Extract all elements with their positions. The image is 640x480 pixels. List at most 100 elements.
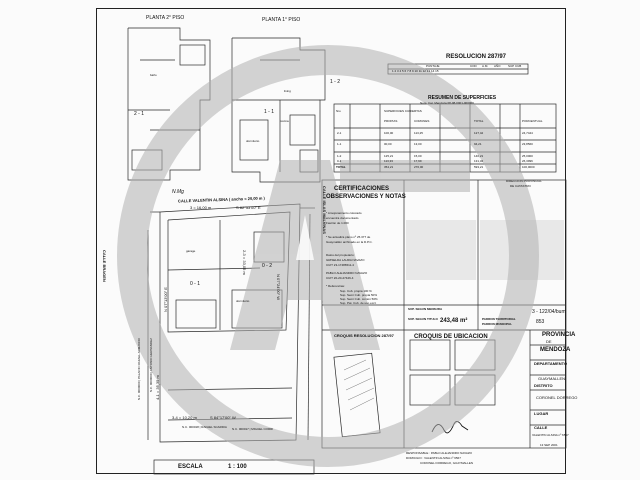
resumen-header: Nro xyxy=(336,109,341,113)
stamp-line: DIRECCION PROVINCIAL xyxy=(506,179,542,183)
resolucion-header: SUP CUB xyxy=(508,64,522,68)
note-line: GRISELDA LAURA NAVAZO xyxy=(326,258,365,262)
resumen-cell: 1-2 xyxy=(337,154,342,158)
escala-value: 1 : 100 xyxy=(228,464,247,470)
dimension-left: 4-1 = 35,35 m xyxy=(155,375,160,400)
unit-label: 2 - 1 xyxy=(134,111,145,117)
certificaciones-title: CERTIFICACIONES xyxy=(334,186,390,192)
resumen-cell: 17,99 xyxy=(414,159,422,163)
neighbor-left: N.C. 0000000 | PALACIO RAFAEL ARMANDO xyxy=(137,338,141,400)
angle-bottom: S 84°17'00" W xyxy=(210,415,236,420)
resumen-header: TOTAL xyxy=(474,119,484,123)
note-line: CUIT 23-17486511-4 xyxy=(326,263,354,267)
dimension-bottom: 3-4 = 10,20 m xyxy=(172,415,197,420)
note-line: Guaymallén archivado en la D.P.C. xyxy=(326,240,373,244)
padron-label: PADRON TERRITORIAL xyxy=(482,317,516,321)
neighbor-bottom-left: N.C. 000018 | RAFAEL SCARDIA xyxy=(182,425,227,429)
angle-right: N 07°24'00" W xyxy=(276,274,281,301)
stamp-ref: 13 SEP 2001 xyxy=(540,443,558,447)
resumen-total: 593,21 xyxy=(474,165,484,169)
resumen-cell: 23,8560 xyxy=(522,142,533,146)
street-left: CALLE BRAGEN xyxy=(102,250,107,282)
unit-label: 1 - 2 xyxy=(330,79,341,85)
stamp-line: DE CATASTRO xyxy=(510,184,531,188)
calle-value: VALENTIN ALSINA nº 6567 xyxy=(532,433,569,437)
note-line: CUIT 20-20-27426-4 xyxy=(326,276,354,280)
departamento-value: GUAYMALLEN xyxy=(538,376,566,381)
dimension-top: 3 = 16,00 m xyxy=(190,205,212,210)
resolucion-title: RESOLUCION 287/97 xyxy=(446,54,507,60)
nc-value: 3 - 122/04/bum xyxy=(532,309,566,315)
neighbor-bottom-right: N.C. 000017 | MIGUEL CORRI xyxy=(232,427,274,431)
legend-line: Sup. Semi Cub. propia 50% xyxy=(340,293,378,297)
provincia-name: MENDOZA xyxy=(540,347,571,353)
room-label: living xyxy=(284,89,291,93)
resumen-total-label: TOTAL xyxy=(336,165,346,169)
signature xyxy=(431,421,469,434)
unit-label: 0 - 2 xyxy=(262,263,273,269)
escala-label: ESCALA xyxy=(178,464,203,470)
resumen-cell: 113,33 xyxy=(384,159,393,163)
sup-titulo-label: SUP. SEGUN TITULO xyxy=(408,317,438,321)
resolucion-header: COD xyxy=(470,64,477,68)
resumen-header: COMUNES xyxy=(414,119,430,123)
angle-left: N 07°13'00" E xyxy=(163,287,168,312)
distrito-label: DISTRITO xyxy=(534,383,553,388)
resumen-cell: 15,00 xyxy=(414,154,422,158)
resumen-subtitle: Nom. Cat. Mendoza 08-08-0001-000000 xyxy=(420,101,474,105)
unit-label: 0 - 1 xyxy=(190,281,201,287)
room-label: dormitorio xyxy=(246,139,260,143)
resumen-cell: 00,00 xyxy=(384,142,392,146)
resolucion-header: A.M. xyxy=(482,64,489,68)
room-label: cocina xyxy=(280,119,289,123)
resumen-cell: 100,00 xyxy=(384,131,394,135)
room-label: dormitorio xyxy=(236,299,250,303)
resolucion-header: PUNTAJE xyxy=(426,64,440,68)
neighbor-left-inner: N.C. 0000000 | ANTONIO HERNANDEZ xyxy=(149,338,153,392)
resumen-cell: 94,21 xyxy=(474,142,482,146)
resumen-total: 100,0000 xyxy=(522,165,535,169)
resumen-cell: 125,21 xyxy=(384,154,394,158)
note-line: encuentra documentado xyxy=(326,216,359,220)
resumen-cell: 0-1 xyxy=(337,159,342,163)
padron-municipal-label: PADRON MUNICIPAL xyxy=(482,322,513,326)
resumen-header: PORCENTUAL xyxy=(522,119,543,123)
resumen-cell: 24,7444 xyxy=(522,131,533,135)
sheet-frame xyxy=(96,8,566,474)
resumen-cell: 127,42 xyxy=(474,131,484,135)
unit-label: 1 - 1 xyxy=(264,109,275,115)
certificaciones-subtitle: OBSERVACIONES Y NOTAS xyxy=(326,194,406,200)
plan-2-title: PLANTA 2° PISO xyxy=(146,15,185,21)
plan-2-outline xyxy=(127,27,211,181)
resumen-header: SUPERFICIES CUBIERTAS xyxy=(384,109,422,113)
resumen-total: 354,21 xyxy=(384,165,394,169)
sup-mensura-label: SUP. SEGUN MENSURA xyxy=(408,307,443,311)
resumen-title: RESUMEN DE SUPERFICIES xyxy=(428,95,497,101)
responsable-line: RESPONSABLE : PABLO ALEJANDRO NAVAZO xyxy=(406,451,473,455)
lugar-label: LUGAR xyxy=(534,411,549,416)
room-label: baño xyxy=(150,73,157,77)
resumen-total: 276,00 xyxy=(414,165,424,169)
resumen-cell: 2-1 xyxy=(337,131,342,135)
plan-1-title: PLANTA 1° PISO xyxy=(262,17,301,23)
resumen-cell: 1-1 xyxy=(337,142,342,146)
sup-value: 243,48 m² xyxy=(440,318,468,324)
responsable-line: DOMICILIO : VALENTIN ALSINA nº 6567 xyxy=(406,456,461,460)
note-line: Datos del propietario: xyxy=(326,253,355,257)
note-line: * Amojonamiento colocado xyxy=(326,211,362,215)
calle-label: CALLE xyxy=(534,425,548,430)
legend-line: Sup. Cub. propia 100 % xyxy=(340,289,372,293)
angle-top: S 82°53'00" E xyxy=(236,205,261,210)
padron-value: 853 xyxy=(536,319,545,325)
legend-line: Sup. Semi Cub. común 50% xyxy=(340,297,378,301)
croquis-title: CROQUIS DE UBICACION xyxy=(414,334,488,340)
note-line: * Referencias: xyxy=(326,284,345,288)
provincia-label: PROVINCIA xyxy=(542,332,576,338)
resolucion-row: 1 2 3 4 5 6 7 8 9 10 11 12 13 14 15 xyxy=(392,69,439,73)
resumen-cell: 140,21 xyxy=(474,154,484,158)
distrito-value: CORONEL DORREGO xyxy=(536,395,578,400)
resumen-cell: 26,3996 xyxy=(522,159,533,163)
resumen-cell: 25,0000 xyxy=(522,154,533,158)
